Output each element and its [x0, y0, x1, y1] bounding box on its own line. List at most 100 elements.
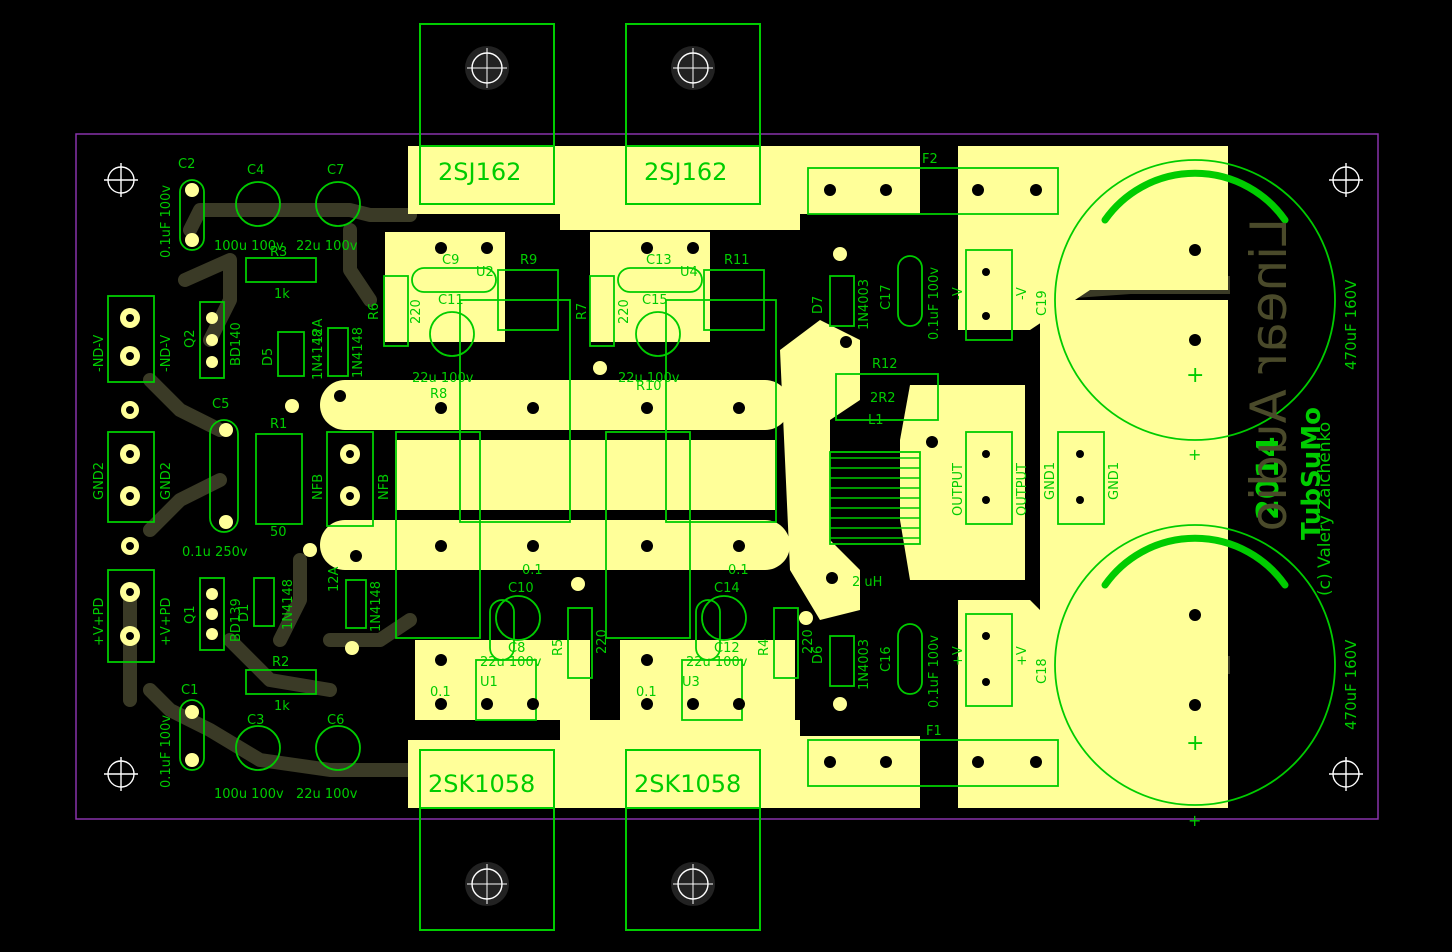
label-c11-value: 22u 100v [412, 371, 474, 386]
label-minus-v-left: -V [951, 287, 966, 300]
label-f1: F1 [926, 724, 942, 739]
label-gnd2-left: GND2 [92, 462, 107, 500]
label-gnd1-left: GND1 [1043, 462, 1058, 500]
capacitor-arcs [1101, 169, 1289, 589]
label-r2: R2 [272, 655, 289, 670]
label-c7: C7 [327, 163, 344, 178]
label-q1: Q1 [183, 605, 198, 624]
label-1n4003-top: 1N4003 [857, 279, 872, 330]
label-nd-v-left: -ND-V [92, 335, 107, 372]
label-c17-value: 0.1uF 100v [927, 267, 942, 340]
label-c2-value: 0.1uF 100v [159, 185, 174, 258]
mounting-hole-icon [1329, 757, 1363, 791]
label-r8: R8 [430, 387, 447, 402]
label-nfb-right: NFB [377, 474, 392, 500]
label-c16-value: 0.1uF 100v [927, 635, 942, 708]
label-c14: C14 [714, 581, 740, 596]
label-gnd1-right: GND1 [1107, 462, 1122, 500]
label-c1: C1 [181, 683, 198, 698]
label-c9-value: 0.1 [430, 685, 451, 700]
label-r7: R7 [575, 303, 590, 320]
label-c5: C5 [212, 397, 229, 412]
label-v50: 50 [270, 525, 287, 540]
label-c4: C4 [247, 163, 264, 178]
label-c7-value: 22u 100v [296, 239, 358, 254]
mounting-hole-icon [104, 163, 138, 197]
label-r4-value: 220 [801, 629, 816, 654]
plus-mark-c18: + [1186, 731, 1204, 756]
label-r12: R12 [872, 357, 898, 372]
label-cap-value-top: 470uF 160V [1342, 279, 1360, 370]
label-minus-v-right: -V [1015, 287, 1030, 300]
label-d1: D1 [237, 604, 252, 622]
label-c15: C15 [642, 293, 668, 308]
label-c10-value: 0.1 [522, 563, 543, 578]
mosfet-label-top-left: 2SJ162 [438, 158, 521, 186]
label-v1k-top: 1k [274, 287, 290, 302]
label-u1: U1 [480, 675, 498, 690]
mounting-holes [104, 163, 1363, 791]
label-gnd2-right: GND2 [159, 462, 174, 500]
board-project-name: TubSuMo [1297, 407, 1327, 540]
label-vpd-right: +V+PD [159, 597, 174, 646]
label-1n4148-d: 1N4148 [369, 581, 384, 632]
label-c14-value: 0.1 [728, 563, 749, 578]
label-nd-v-right: -ND-V [159, 335, 174, 372]
label-nfb-left: NFB [311, 474, 326, 500]
label-r3: R3 [270, 245, 287, 260]
label-d5: D5 [261, 348, 276, 366]
plus-mark-c19: + [1186, 363, 1204, 388]
label-plus-v-left: +V [951, 646, 966, 666]
label-12a-bottom: 12A [327, 566, 342, 592]
label-c19: C19 [1035, 290, 1050, 316]
mosfet-outlines [419, 23, 761, 931]
label-c11: C11 [438, 293, 464, 308]
label-r1: R1 [270, 417, 287, 432]
trace-layer [123, 203, 417, 777]
pad-holes [126, 184, 1084, 768]
label-c9: C9 [442, 253, 459, 268]
label-u4: U4 [680, 265, 698, 280]
label-r9: R9 [520, 253, 537, 268]
board-outline [75, 133, 1379, 820]
mounting-hole-icon [1329, 163, 1363, 197]
mounting-hole-icon [104, 757, 138, 791]
label-r6: R6 [367, 303, 382, 320]
mosfet-label-bottom-left: 2SK1058 [428, 770, 535, 798]
plus-mark-c19-small: + [1188, 445, 1201, 464]
label-c18: C18 [1035, 658, 1050, 684]
board-author: (c) Valery Zaichenko [1315, 422, 1335, 596]
label-r7-value: 220 [617, 299, 632, 324]
label-c6-value: 22u 100v [296, 787, 358, 802]
inductor-l1 [830, 457, 920, 539]
tab-hole-icon [465, 862, 509, 906]
label-c6: C6 [327, 713, 344, 728]
label-vpd-left: +V+PD [92, 597, 107, 646]
label-r5: R5 [551, 639, 566, 656]
label-c4-value: 100u 100v [214, 239, 284, 254]
label-v2uh: 2 uH [852, 575, 882, 590]
tab-hole-icon [465, 46, 509, 90]
label-cap-value-bottom: 470uF 160V [1342, 639, 1360, 730]
label-v2r2: 2R2 [870, 391, 896, 406]
label-c17: C17 [879, 284, 894, 310]
label-f2: F2 [922, 152, 938, 167]
label-bd140: BD140 [229, 322, 244, 366]
tab-hole-icon [671, 46, 715, 90]
bulk-capacitors [1054, 159, 1336, 806]
label-r5-value: 220 [595, 629, 610, 654]
label-c8-value: 22u 100v [480, 655, 542, 670]
label-c1-value: 0.1uF 100v [159, 715, 174, 788]
label-v01u-250v: 0.1u 250v [182, 545, 248, 560]
plus-mark-c18-small: + [1188, 811, 1201, 830]
label-12a-top: 12A [311, 318, 326, 344]
label-r4: R4 [757, 639, 772, 656]
label-c2: C2 [178, 157, 195, 172]
c18-outline [1054, 524, 1336, 806]
label-c15-value: 22u 100v [618, 371, 680, 386]
label-1n4148-c: 1N4148 [281, 579, 296, 630]
label-plus-v-right: +V [1015, 646, 1030, 666]
copper-pour-layer [320, 146, 1228, 808]
label-output-right: OUTPUT [1015, 463, 1030, 516]
